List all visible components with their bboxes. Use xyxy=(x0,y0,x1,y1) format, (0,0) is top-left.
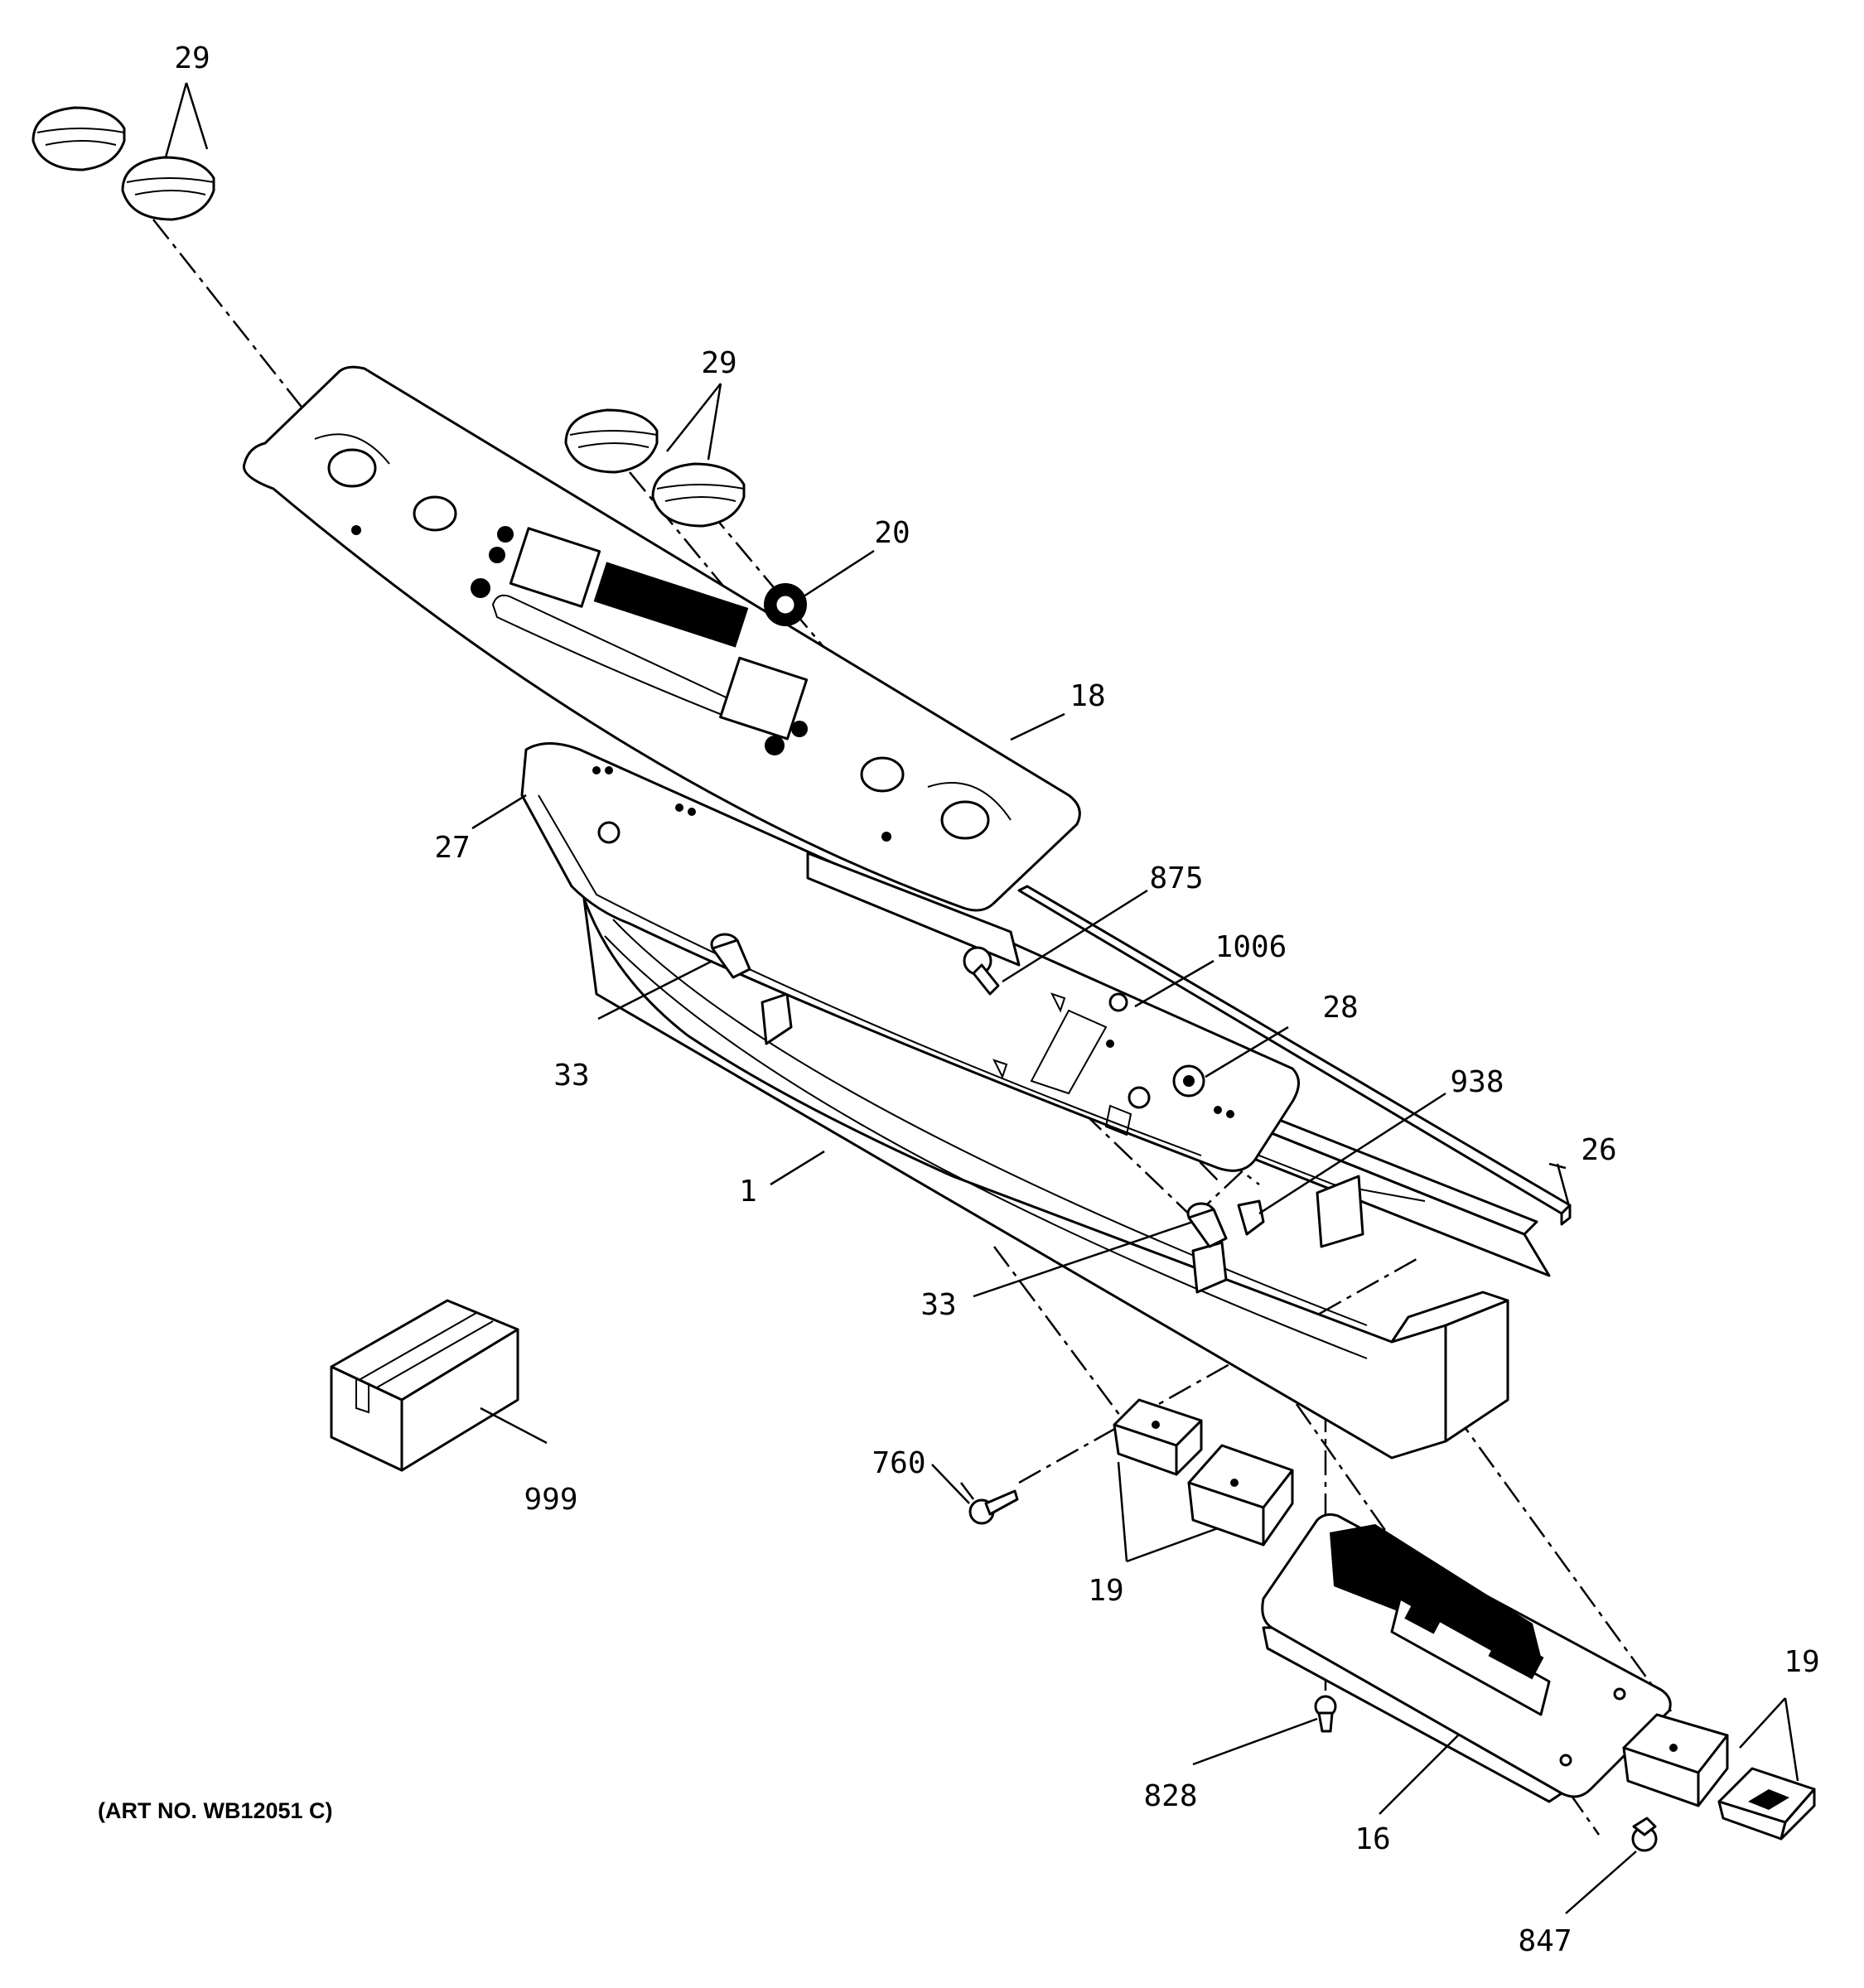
bracket-938 xyxy=(1237,1199,1265,1236)
callout-938: 938 xyxy=(1450,1065,1504,1099)
callout-33-upper: 33 xyxy=(553,1059,589,1093)
callout-828: 828 xyxy=(1143,1779,1197,1813)
callout-28: 28 xyxy=(1322,991,1358,1025)
screw-828 xyxy=(1314,1695,1337,1733)
spacer-upper xyxy=(710,933,751,979)
callout-1006: 1006 xyxy=(1215,930,1287,964)
control-panel-overlay xyxy=(242,365,1081,912)
trim-strip xyxy=(1017,885,1572,1226)
panel-backer xyxy=(520,742,1300,1172)
screw-1006 xyxy=(1108,992,1128,1012)
callout-847: 847 xyxy=(1518,1924,1572,1958)
screw-760 xyxy=(968,1489,1019,1525)
switches-right xyxy=(1622,1713,1816,1841)
oven-control-board xyxy=(1261,1513,1672,1803)
screw-875 xyxy=(963,946,1000,996)
art-number: (ART NO. WB12051 C) xyxy=(98,1798,333,1823)
callout-16: 16 xyxy=(1355,1822,1390,1856)
switches-center xyxy=(1113,1398,1294,1546)
callout-1: 1 xyxy=(739,1175,757,1209)
callout-18: 18 xyxy=(1070,679,1105,713)
callout-29-upper-left: 29 xyxy=(174,41,210,75)
callout-33-lower: 33 xyxy=(920,1288,956,1322)
lamp-socket xyxy=(1172,1064,1205,1098)
burner-knobs-upper-left xyxy=(31,106,215,221)
leader-lines xyxy=(164,82,1799,1914)
screw-847 xyxy=(1631,1817,1658,1852)
callout-29-upper-right: 29 xyxy=(701,346,736,380)
callout-20: 20 xyxy=(874,516,910,550)
callout-27: 27 xyxy=(434,831,470,865)
callout-875: 875 xyxy=(1149,861,1203,895)
spacer-lower xyxy=(1186,1202,1228,1248)
callout-760: 760 xyxy=(872,1446,925,1480)
callout-19-right: 19 xyxy=(1784,1645,1819,1679)
kit-box xyxy=(330,1299,519,1472)
callout-19-center: 19 xyxy=(1088,1574,1123,1608)
knob-insert xyxy=(764,583,807,626)
burner-knobs-upper-right xyxy=(564,408,746,528)
callout-labels: 29 29 20 18 27 875 1006 28 938 26 33 1 3… xyxy=(98,41,1820,1958)
callout-26: 26 xyxy=(1581,1133,1616,1167)
callout-999: 999 xyxy=(524,1483,577,1517)
